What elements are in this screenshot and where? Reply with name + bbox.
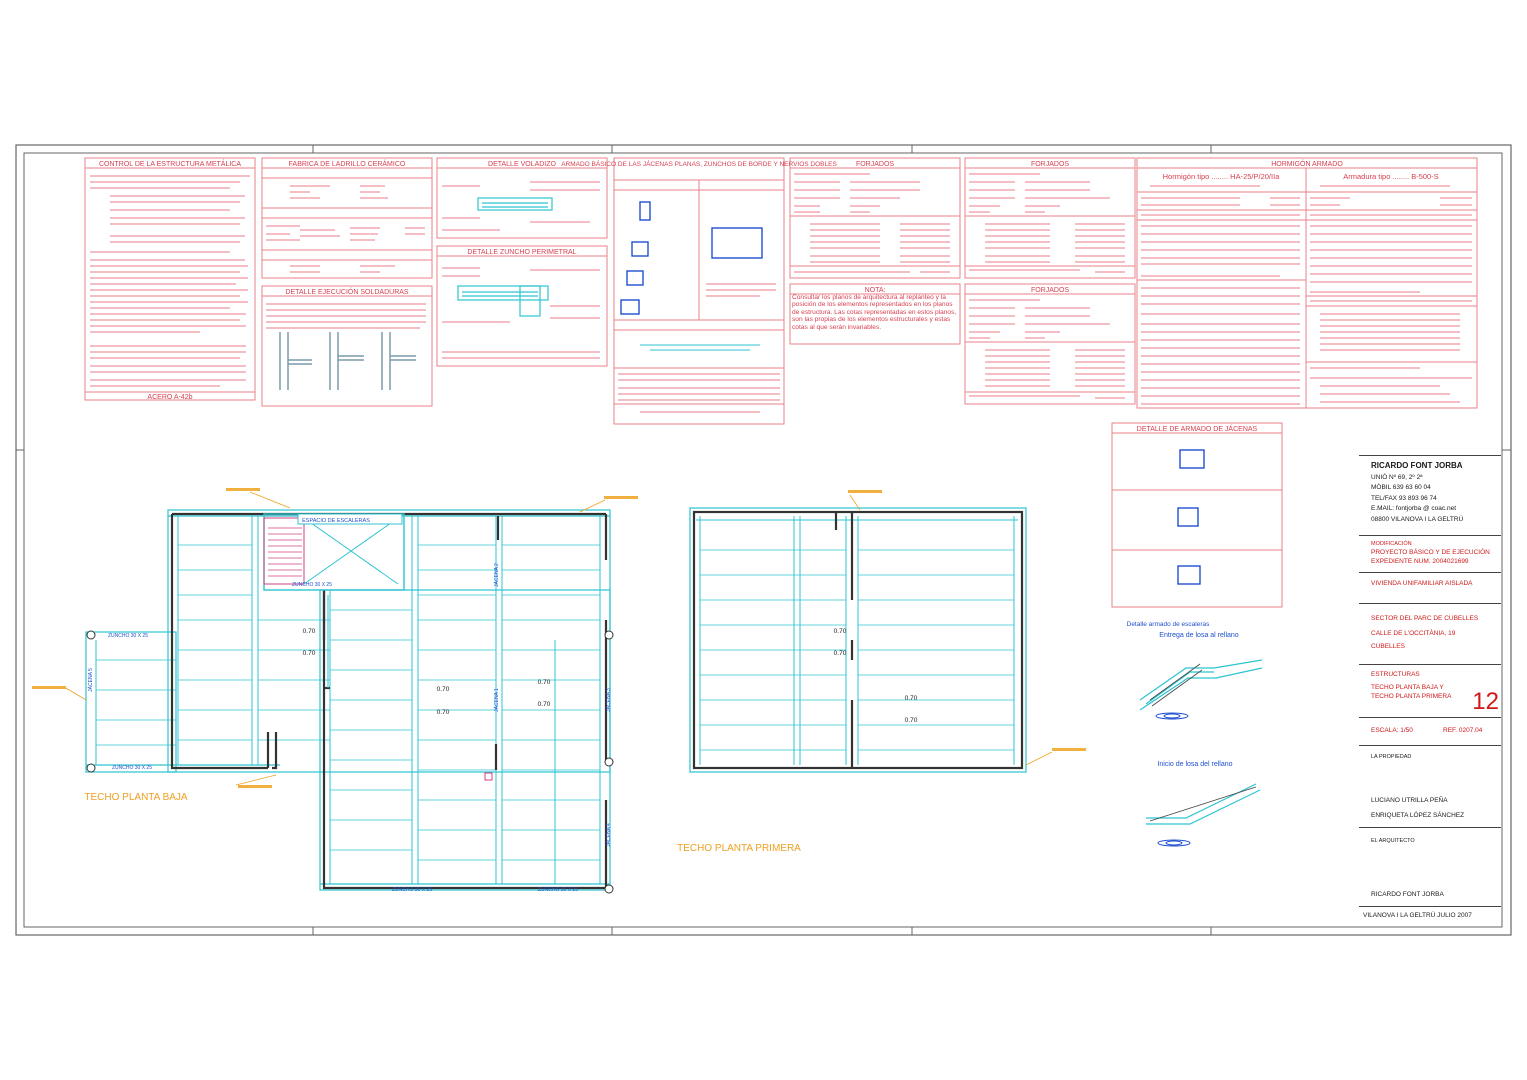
t7-title: HORMIGÓN ARMADO <box>1271 159 1343 168</box>
table-forjados-2 <box>964 157 1136 405</box>
stairs-detail: Detalle armado de escaleras Entrega de l… <box>1127 621 1263 847</box>
dim-4: 0.70 <box>437 709 450 716</box>
tb-owner-label: LA PROPIEDAD <box>1371 754 1412 760</box>
dim-1: 0.70 <box>303 628 316 635</box>
t1-title: CONTROL DE LA ESTRUCTURA METÁLICA <box>99 159 241 168</box>
t3b-title: DETALLE ZUNCHO PERIMETRAL <box>467 249 576 256</box>
table-estructura-metalica <box>84 157 256 401</box>
tb-sheet3: TECHO PLANTA PRIMERA <box>1371 693 1452 700</box>
tb-tel: TEL/FAX 93 893 96 74 <box>1371 495 1437 502</box>
table-armado-jacenas <box>613 157 785 425</box>
outer-frame <box>15 144 1512 936</box>
tb-owner1: LUCIANO UTRILLA PEÑA <box>1371 797 1448 804</box>
dim-8: 0.70 <box>834 650 847 657</box>
t7-left: Hormigón tipo ........ HA-25/P/20/IIa <box>1163 172 1281 181</box>
tb-place-date: VILANOVA I LA GELTRÚ JULIO 2007 <box>1363 912 1472 919</box>
tb-mod: MODIFICACIÓN <box>1371 541 1412 547</box>
tb-city: 08800 VILANOVA I LA GELTRÚ <box>1371 516 1464 523</box>
t6-title: FORJADOS <box>1031 161 1069 168</box>
plan2-title: TECHO PLANTA PRIMERA <box>677 843 801 854</box>
tb-arch-name: RICARDO FONT JORBA <box>1371 891 1444 898</box>
dim-5: 0.70 <box>538 679 551 686</box>
tb-sheet2: TECHO PLANTA BAJA Y <box>1371 684 1444 691</box>
t2-note-lines <box>266 185 426 329</box>
t1-footer: ACERO A-42b <box>147 394 192 401</box>
plan1-title: TECHO PLANTA BAJA <box>84 792 188 803</box>
tb-scale: ESCALA: 1/50 <box>1371 727 1413 734</box>
zuncho-label-5: ZUNCHO 30 X 25 <box>292 582 332 588</box>
zuncho-label-3: ZUNCHO 30 X 25 <box>392 887 432 893</box>
tb-project2: EXPEDIENTE NUM. 2004021699 <box>1371 558 1469 565</box>
jacena-3-label: JÁCENA 3 <box>605 688 612 712</box>
tb-addr: UNIÓ Nº 69, 2º 2ª <box>1371 474 1423 481</box>
table-fabrica-ladrillo <box>261 157 433 407</box>
t5b-note: Consultar los planos de arquitectura al … <box>792 294 957 331</box>
dim-7: 0.70 <box>834 628 847 635</box>
tb-building: VIVIENDA UNIFAMILIAR AISLADA <box>1371 580 1473 587</box>
tb-arch-label: EL ARQUITECTO <box>1371 838 1415 844</box>
tb-mobile: MÒBIL 639 63 60 04 <box>1371 484 1431 491</box>
stairs-detail-title: Detalle armado de escaleras <box>1127 621 1210 628</box>
stairs-detail-sub2: Inicio de losa del rellano <box>1157 761 1232 768</box>
weld-details <box>279 332 416 390</box>
t5b-title: NOTA: <box>865 287 886 294</box>
stairs-detail-sub1: Entrega de losa al rellano <box>1159 632 1238 639</box>
t5-title: FORJADOS <box>856 161 894 168</box>
t7-right: Armadura tipo ........ B-500-S <box>1343 172 1438 181</box>
zuncho-label-1: ZUNCHO 30 X 25 <box>108 633 148 639</box>
stairs-label: ESPACIO DE ESCALERAS <box>302 518 370 524</box>
dim-6: 0.70 <box>538 701 551 708</box>
jacena-detail-sections <box>1177 449 1205 585</box>
tb-project1: PROYECTO BÁSICO Y DE EJECUCIÓN <box>1371 549 1490 556</box>
voladizo-drawing <box>457 197 553 317</box>
jacena-1-label: JÁCENA 1 <box>493 688 500 712</box>
tb-loc1: SECTOR DEL PARC DE CUBELLES <box>1371 615 1479 622</box>
title-block: RICARDO FONT JORBA UNIÓ Nº 69, 2º 2ª MÒB… <box>1359 455 1501 927</box>
table-forjados-1 <box>789 157 961 345</box>
table-voladizo <box>436 157 608 367</box>
jacena-sections <box>620 201 763 315</box>
tb-owner2: ENRIQUETA LÓPEZ SÁNCHEZ <box>1371 812 1465 819</box>
tb-loc3: CUBELLES <box>1371 643 1405 650</box>
jacena-2-label: JÁCENA 2 <box>493 563 500 587</box>
zuncho-label-2: ZUNCHO 30 X 25 <box>112 765 152 771</box>
t6b-title: FORJADOS <box>1031 287 1069 294</box>
dim-2: 0.70 <box>303 650 316 657</box>
table-detalle-jacenas <box>1111 422 1283 608</box>
plan-techo-planta-baja: ESPACIO DE ESCALERAS ZUNCHO 30 X 25 ZUNC… <box>32 488 638 894</box>
t2-title: FABRICA DE LADRILLO CERÁMICO <box>289 159 406 168</box>
zuncho-label-4: ZUNCHO 30 X 25 <box>538 887 578 893</box>
tb-sheet1: ESTRUCTURAS <box>1371 671 1420 678</box>
dim-9: 0.70 <box>905 695 918 702</box>
jacena-5-label: JÁCENA 5 <box>87 668 94 692</box>
plan-techo-planta-primera: 0.70 0.70 0.70 0.70 TECHO PLANTA PRIMERA <box>677 490 1086 854</box>
dim-10: 0.70 <box>905 717 918 724</box>
inner-frame <box>23 152 1503 928</box>
t2b-title: DETALLE EJECUCIÓN SOLDADURAS <box>285 287 409 296</box>
tb-email: E.MAIL: fontjorba @ coac.net <box>1371 505 1457 512</box>
t3-title: DETALLE VOLADIZO <box>488 161 557 168</box>
t8-title: DETALLE DE ARMADO DE JÁCENAS <box>1137 424 1258 433</box>
tb-ref: REF. 0207.04 <box>1443 727 1483 734</box>
table-hormigon-armado <box>1136 157 1478 409</box>
t4-title: ARMADO BÁSICO DE LAS JÁCENAS PLANAS, ZUN… <box>561 159 837 168</box>
dim-3: 0.70 <box>437 686 450 693</box>
tb-loc2: CALLE DE L'OCCITÀNIA, 19 <box>1371 630 1456 637</box>
tb-sheet-number: 12 <box>1472 688 1499 715</box>
jacena-4-label: JÁCENA 4 <box>605 823 612 847</box>
tb-author: RICARDO FONT JORBA <box>1371 461 1463 470</box>
t1-note-lines <box>90 175 250 387</box>
